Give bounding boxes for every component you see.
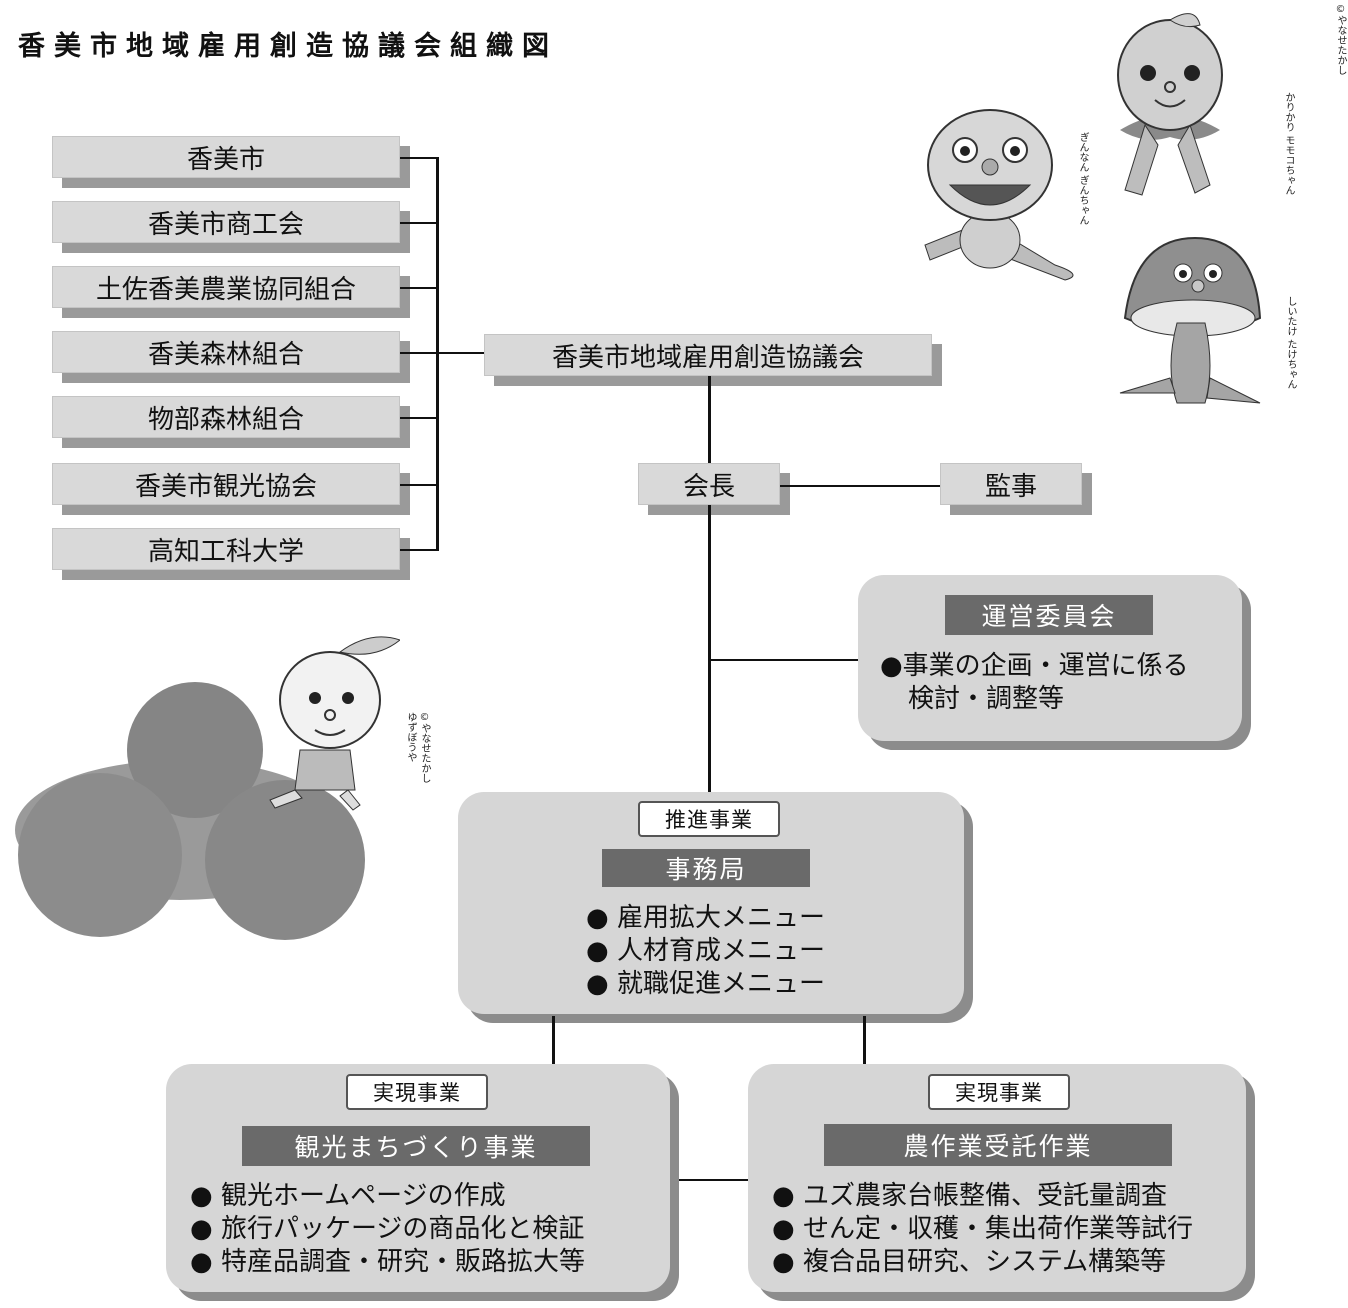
top-credit: ©やなせたかし	[1335, 4, 1346, 75]
agri-label: 農作業受託作業	[824, 1124, 1172, 1166]
agri-tag: 実現事業	[928, 1074, 1070, 1110]
yuzubouya-credit: ©やなせたかし	[419, 712, 430, 783]
member-box-monobe-forestry: 物部森林組合	[52, 396, 400, 438]
ginchan-mascot-illustration	[924, 109, 1074, 281]
steering-line-1: ●事業の企画・運営に係る	[880, 651, 1189, 681]
bracket-line	[400, 484, 438, 486]
tourism-item: ● 観光ホームページの作成	[190, 1181, 506, 1211]
chairman-to-bureau-line	[708, 505, 711, 797]
bracket-line	[400, 222, 438, 224]
member-box-ja: 土佐香美農業協同組合	[52, 266, 400, 308]
member-box-kami-city: 香美市	[52, 136, 400, 178]
takechan-caption: しいたけ たけちゃん	[1285, 296, 1296, 390]
tourism-agri-line	[670, 1179, 750, 1181]
member-box-kochi-tech: 高知工科大学	[52, 528, 400, 570]
agri-item: ● ユズ農家台帳整備、受託量調査	[772, 1181, 1167, 1211]
member-box-kami-forestry: 香美森林組合	[52, 331, 400, 373]
agri-item: ● 複合品目研究、システム構築等	[772, 1247, 1167, 1277]
promotion-tag: 推進事業	[638, 801, 780, 837]
yuzu-photo-with-yuzubouya	[15, 636, 400, 940]
tourism-label: 観光まちづくり事業	[242, 1126, 590, 1166]
council-box: 香美市地域雇用創造協議会	[484, 334, 932, 376]
member-box-tourism-assoc: 香美市観光協会	[52, 463, 400, 505]
tourism-items: ● 観光ホームページの作成 ● 旅行パッケージの商品化と検証 ● 特産品調査・研…	[190, 1180, 585, 1279]
secretariat-label: 事務局	[602, 849, 810, 887]
agri-items: ● ユズ農家台帳整備、受託量調査 ● せん定・収穫・集出荷作業等試行 ● 複合品…	[772, 1180, 1193, 1279]
spine-to-steering-line	[708, 659, 860, 661]
steering-items: ●事業の企画・運営に係る 検討・調整等	[880, 650, 1189, 716]
council-to-chairman-line	[708, 376, 711, 464]
auditor-box: 監事	[940, 463, 1082, 505]
secretariat-item: ● 人材育成メニュー	[586, 936, 825, 966]
tourism-item: ● 旅行パッケージの商品化と検証	[190, 1214, 585, 1244]
yuzubouya-caption: ゆずぼうや	[405, 712, 416, 762]
momoko-caption: かりかり モモコちゃん	[1283, 92, 1294, 196]
steering-line-2: 検討・調整等	[908, 684, 1065, 714]
bracket-line	[400, 417, 438, 419]
steering-committee-label: 運営委員会	[945, 595, 1153, 635]
tourism-item: ● 特産品調査・研究・販路拡大等	[190, 1247, 585, 1277]
bracket-line	[400, 157, 438, 159]
bureau-to-agri-line	[863, 1016, 866, 1066]
bracket-line	[400, 549, 438, 551]
momoko-mascot-illustration	[1117, 13, 1223, 196]
bracket-line	[400, 352, 438, 354]
bureau-to-tourism-line	[552, 1016, 555, 1066]
bracket-line	[400, 287, 438, 289]
tourism-tag: 実現事業	[346, 1074, 488, 1110]
takechan-mascot-illustration	[1119, 236, 1262, 404]
agri-item: ● せん定・収穫・集出荷作業等試行	[772, 1214, 1193, 1244]
secretariat-item: ● 雇用拡大メニュー	[586, 903, 825, 933]
secretariat-items: ● 雇用拡大メニュー ● 人材育成メニュー ● 就職促進メニュー	[586, 902, 825, 1001]
secretariat-item: ● 就職促進メニュー	[586, 969, 825, 999]
bracket-vertical	[436, 157, 439, 551]
connector-to-council	[436, 352, 486, 354]
chairman-box: 会長	[638, 463, 780, 505]
ginchan-caption: ぎんなん ぎんちゃん	[1077, 132, 1088, 226]
member-box-commerce: 香美市商工会	[52, 201, 400, 243]
page-title: 香美市地域雇用創造協議会組織図	[18, 31, 558, 62]
chairman-auditor-line	[780, 485, 940, 487]
